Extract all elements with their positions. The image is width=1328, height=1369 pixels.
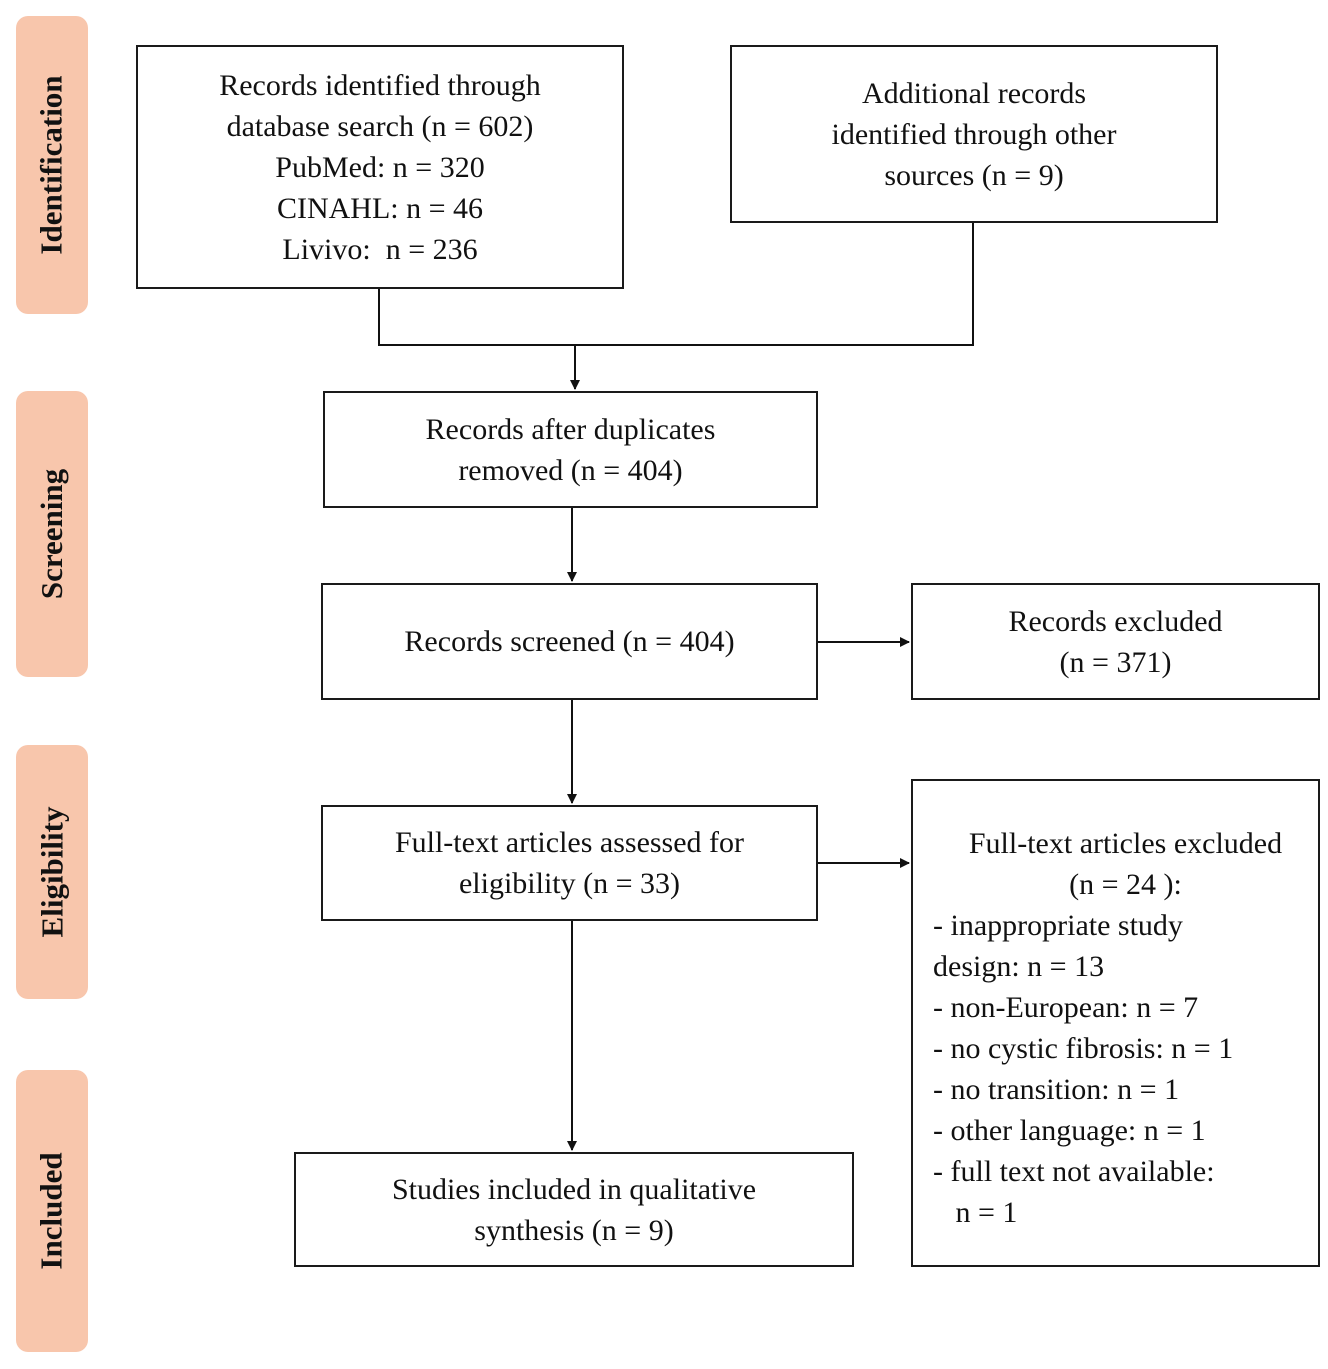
box-line: n = 1 [933, 1196, 1018, 1229]
box-line: identified through other [831, 117, 1117, 151]
box-after-duplicates: Records after duplicates removed (n = 40… [323, 391, 818, 508]
stage-screening: Screening [16, 391, 88, 677]
box-line: (n = 371) [1059, 645, 1172, 679]
box-line: Records excluded [1008, 604, 1223, 638]
box-line: - no transition: n = 1 [933, 1073, 1180, 1106]
box-line: - full text not available: [933, 1155, 1215, 1188]
box-fulltext-assessed: Full-text articles assessed for eligibil… [321, 805, 818, 921]
box-records-screened: Records screened (n = 404) [321, 583, 818, 700]
box-line: Full-text articles excluded [968, 827, 1283, 860]
box-line: Full-text articles assessed for [394, 826, 745, 859]
stage-included: Included [16, 1070, 88, 1352]
box-line: removed (n = 404) [458, 453, 683, 487]
box-other-sources: Additional records identified through ot… [730, 45, 1218, 223]
stage-eligibility: Eligibility [16, 745, 88, 999]
box-included-studies: Studies included in qualitative synthesi… [294, 1152, 854, 1267]
box-records-excluded: Records excluded (n = 371) [911, 583, 1320, 700]
box-line: Records screened (n = 404) [404, 625, 735, 658]
box-line: sources (n = 9) [884, 158, 1064, 192]
box-line: synthesis (n = 9) [474, 1213, 674, 1247]
box-fulltext-excluded: Full-text articles excluded (n = 24 ): -… [911, 779, 1320, 1267]
box-line: Records identified through [219, 68, 541, 102]
box-line: - other language: n = 1 [933, 1114, 1206, 1147]
box-line: Records after duplicates [425, 412, 716, 446]
box-database-search: Records identified through database sear… [136, 45, 624, 289]
box-line: CINAHL: n = 46 [276, 191, 484, 225]
box-line: - non-European: n = 7 [933, 991, 1199, 1024]
box-line: eligibility (n = 33) [458, 867, 681, 900]
box-line: database search (n = 602) [226, 109, 534, 143]
box-line: PubMed: n = 320 [275, 150, 485, 184]
box-line: - inappropriate study [933, 909, 1183, 942]
box-line: Studies included in qualitative [391, 1172, 757, 1206]
box-line: Additional records [861, 76, 1087, 110]
box-line: - no cystic fibrosis: n = 1 [933, 1032, 1234, 1065]
box-line: (n = 24 ): [1069, 868, 1182, 901]
box-line: Livivo: n = 236 [282, 232, 478, 266]
box-line: design: n = 13 [933, 950, 1105, 983]
stage-identification: Identification [16, 16, 88, 314]
